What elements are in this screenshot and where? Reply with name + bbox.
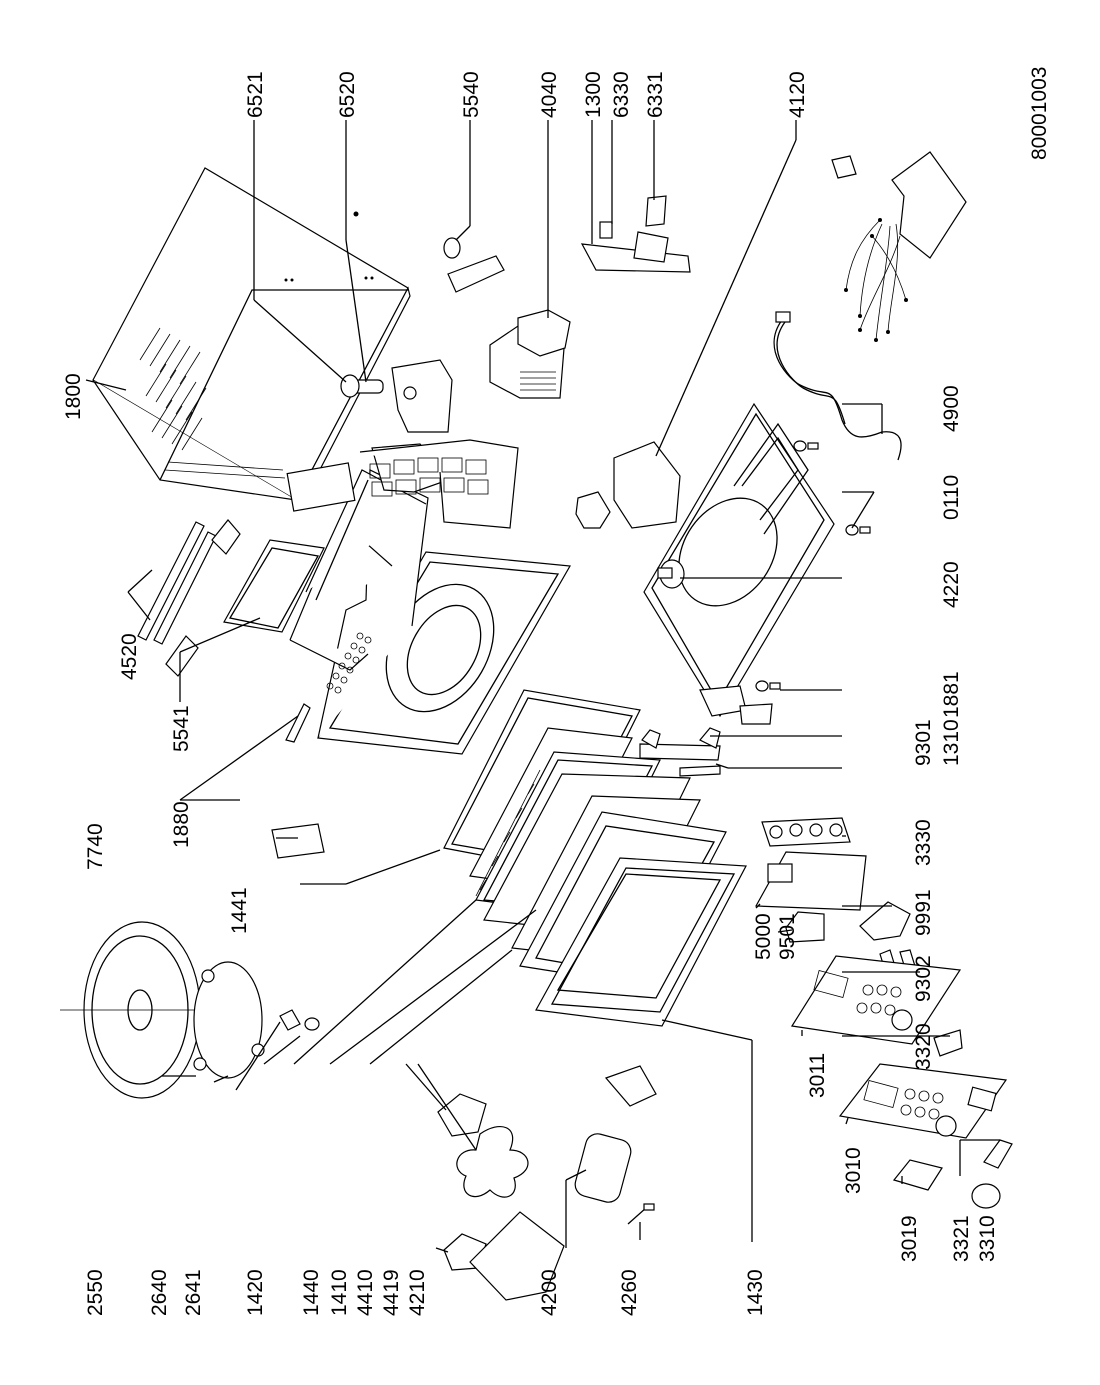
label-7740: 7740 bbox=[84, 823, 107, 870]
label-3321: 3321 bbox=[950, 1215, 973, 1262]
label-5540: 5540 bbox=[460, 71, 483, 118]
label-4900: 4900 bbox=[940, 385, 963, 432]
label-1310: 1310 bbox=[940, 719, 963, 766]
diode-part bbox=[627, 1203, 655, 1225]
label-3019: 3019 bbox=[898, 1215, 921, 1262]
front-panel-part bbox=[838, 1063, 1008, 1139]
label-5541: 5541 bbox=[170, 705, 193, 752]
label-drawing-number: 80001003 bbox=[1028, 67, 1051, 160]
door-bracket-part bbox=[285, 703, 311, 743]
label-3010: 3010 bbox=[842, 1147, 865, 1194]
fan-motor-part bbox=[437, 1093, 487, 1137]
turntable-glass-part bbox=[60, 921, 258, 1099]
interlock-bracket-part bbox=[580, 195, 691, 273]
label-6330: 6330 bbox=[610, 71, 633, 118]
rails-part bbox=[137, 519, 241, 677]
control-board-part bbox=[755, 817, 867, 943]
lamp-holder-part bbox=[391, 359, 453, 433]
display-window-part bbox=[892, 1159, 943, 1191]
wire-harness-part bbox=[831, 151, 967, 342]
label-4200: 4200 bbox=[538, 1269, 561, 1316]
label-6520: 6520 bbox=[336, 71, 359, 118]
label-1420: 1420 bbox=[244, 1269, 267, 1316]
label-3330: 3330 bbox=[912, 819, 935, 866]
base-plate-part bbox=[643, 402, 835, 725]
label-4260: 4260 bbox=[618, 1269, 641, 1316]
label-2641: 2641 bbox=[182, 1269, 205, 1316]
label-6331: 6331 bbox=[644, 71, 667, 118]
label-1440: 1440 bbox=[300, 1269, 323, 1316]
label-2640: 2640 bbox=[148, 1269, 171, 1316]
leader-lines bbox=[85, 120, 1000, 1253]
label-6521: 6521 bbox=[244, 71, 267, 118]
capacitor-part bbox=[574, 1065, 657, 1203]
label-4520: 4520 bbox=[118, 633, 141, 680]
label-9501: 9501 bbox=[776, 913, 799, 960]
label-1880: 1880 bbox=[170, 801, 193, 848]
hv-transformer-part bbox=[575, 441, 681, 529]
label-4220: 4220 bbox=[940, 561, 963, 608]
lamp-part bbox=[340, 374, 384, 398]
label-sticker-part bbox=[271, 823, 325, 859]
label-4040: 4040 bbox=[538, 71, 561, 118]
door-assembly-part bbox=[443, 689, 747, 1027]
mains-cord-part bbox=[773, 311, 902, 461]
waveguide-cover-part bbox=[443, 237, 505, 293]
motor-part bbox=[443, 1211, 565, 1301]
label-3310: 3310 bbox=[976, 1215, 999, 1262]
label-1441: 1441 bbox=[228, 887, 251, 934]
transformer-part bbox=[489, 309, 571, 399]
screws-part bbox=[755, 440, 871, 692]
label-9301: 9301 bbox=[912, 719, 935, 766]
label-1430: 1430 bbox=[744, 1269, 767, 1316]
label-1410: 1410 bbox=[328, 1269, 351, 1316]
label-0110: 0110 bbox=[940, 475, 963, 520]
knob-part bbox=[971, 1183, 1001, 1209]
coupler-part bbox=[279, 1009, 320, 1031]
label-1300: 1300 bbox=[582, 71, 605, 118]
control-panel-part bbox=[791, 955, 963, 1057]
label-4120: 4120 bbox=[786, 71, 809, 118]
outer-cabinet-part bbox=[92, 167, 411, 510]
label-5000: 5000 bbox=[752, 913, 775, 960]
label-4419: 4419 bbox=[380, 1269, 403, 1316]
label-4210: 4210 bbox=[406, 1269, 429, 1316]
label-4410: 4410 bbox=[354, 1269, 377, 1316]
label-1800: 1800 bbox=[62, 373, 85, 420]
label-3320: 3320 bbox=[912, 1023, 935, 1070]
label-9991: 9991 bbox=[912, 889, 935, 936]
oven-cavity-part bbox=[223, 439, 571, 755]
part-labels: 6521 6520 5540 4040 1300 6330 6331 4120 … bbox=[62, 67, 1051, 1316]
roller-ring-part bbox=[193, 961, 265, 1079]
button-strip-part bbox=[983, 1139, 1013, 1169]
label-3011: 3011 bbox=[806, 1053, 829, 1098]
fan-blade-part bbox=[456, 1125, 529, 1198]
switch-bracket-part bbox=[639, 727, 721, 777]
label-2550: 2550 bbox=[84, 1269, 107, 1316]
label-1881: 1881 bbox=[940, 671, 963, 718]
label-9302: 9302 bbox=[912, 955, 935, 1002]
